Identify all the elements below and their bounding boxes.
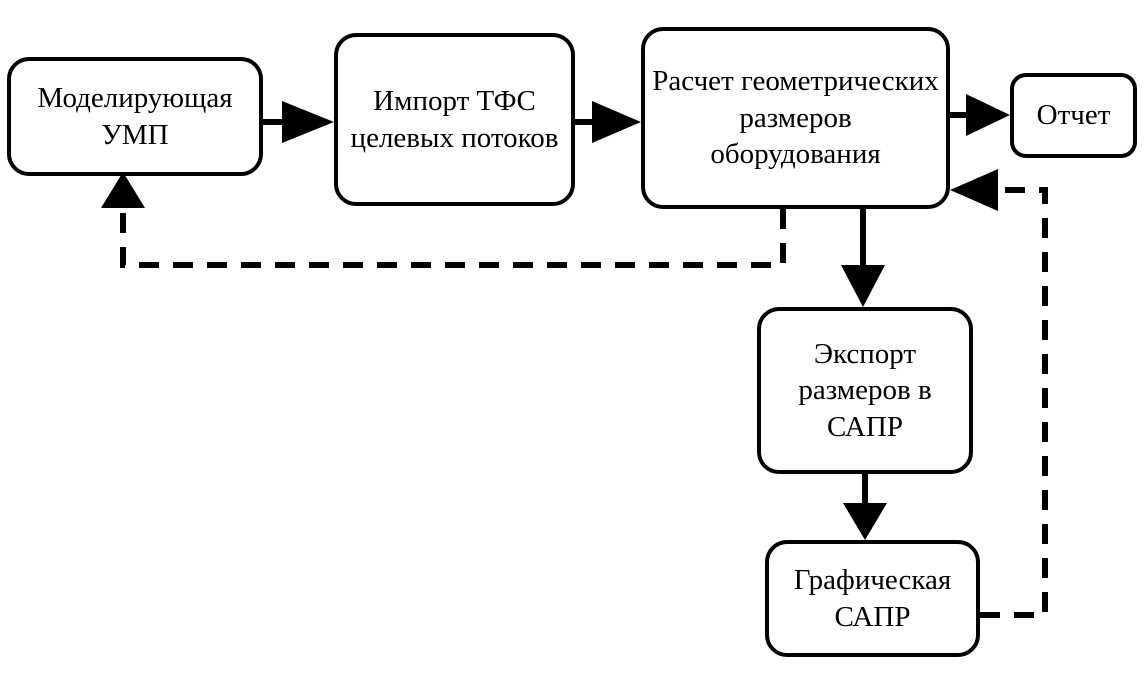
edge-calc-to-export bbox=[841, 209, 885, 307]
node-label: Экспорт размеров в САПР bbox=[798, 337, 932, 443]
edge-export-to-cad bbox=[843, 474, 887, 540]
node-modeling-ump[interactable]: Моделирующая УМП bbox=[7, 57, 263, 176]
node-label: Импорт ТФС целевых потоков bbox=[350, 84, 559, 154]
node-graphic-cad[interactable]: Графическая САПР bbox=[765, 540, 980, 657]
node-export-to-cad[interactable]: Экспорт размеров в САПР bbox=[757, 307, 973, 474]
node-calc-geometry[interactable]: Расчет геометрических размеров оборудова… bbox=[641, 27, 950, 209]
node-report[interactable]: Отчет bbox=[1010, 73, 1137, 158]
edge-calc-to-report bbox=[950, 94, 1010, 136]
node-import-tfs[interactable]: Импорт ТФС целевых потоков bbox=[334, 33, 575, 206]
node-label: Моделирующая УМП bbox=[37, 81, 233, 151]
node-label: Отчет bbox=[1036, 99, 1111, 132]
edge-model-to-import bbox=[263, 101, 334, 143]
edge-import-to-calc bbox=[575, 101, 641, 143]
edge-calc-to-model-feedback bbox=[101, 172, 786, 268]
node-label: Графическая САПР bbox=[793, 563, 952, 633]
node-label: Расчет геометрических размеров оборудова… bbox=[652, 65, 939, 171]
edge-cad-to-calc-feedback bbox=[950, 169, 1048, 618]
